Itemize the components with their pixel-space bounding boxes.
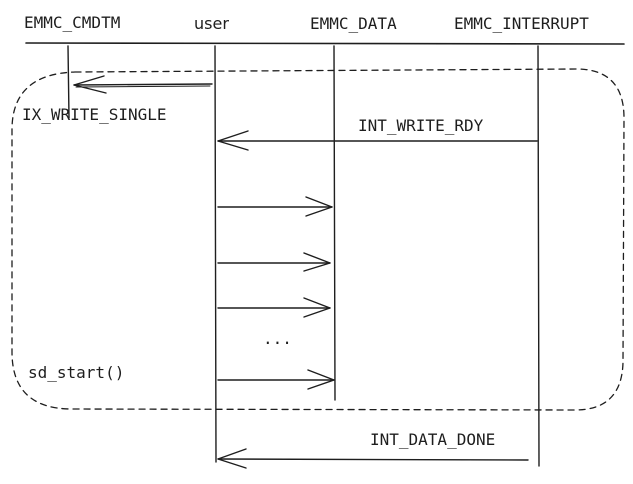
participant-interrupt: EMMC_INTERRUPT [454,14,589,33]
arrow-data-4 [217,369,335,390]
arrow-data-1 [217,196,333,217]
lifeline-data [333,45,336,401]
arrow-data-2 [217,252,331,272]
loop-region [11,68,625,411]
arrow-write-rdy [217,130,538,151]
message-sd-start: sd_start() [28,363,125,382]
lifeline-cmdtm [67,45,70,119]
lifeline-user [214,45,217,463]
arrow-data-done [217,448,529,469]
arrow-write-single [73,75,213,94]
header-line [25,42,625,45]
participant-cmdtm: EMMC_CMDTM [24,13,121,32]
message-write-single: IX_WRITE_SINGLE [22,105,167,124]
message-ellipsis: ... [263,329,292,348]
participant-user: user [194,14,229,33]
arrow-data-3 [217,297,331,318]
lifeline-interrupt [537,45,540,467]
message-write-rdy: INT_WRITE_RDY [358,116,484,135]
message-data-done: INT_DATA_DONE [370,430,496,449]
participant-data: EMMC_DATA [310,14,397,33]
